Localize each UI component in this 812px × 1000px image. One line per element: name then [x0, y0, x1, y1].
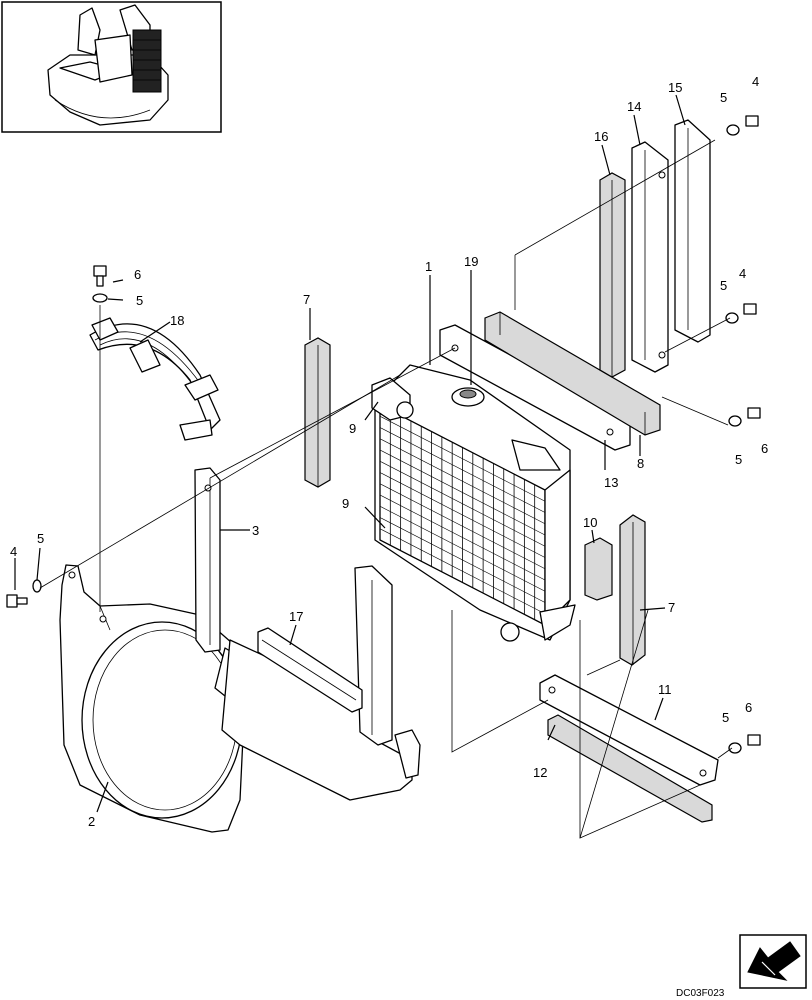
callout-9-upper: 9	[349, 421, 356, 436]
callout-2: 2	[88, 814, 95, 829]
callout-11: 11	[658, 682, 672, 697]
callout-5-left: 5	[37, 531, 44, 546]
callout-9-lower: 9	[342, 496, 349, 511]
seal-pad	[584, 537, 613, 601]
callout-1: 1	[425, 259, 432, 274]
lower-frame	[221, 565, 421, 801]
seal-block-right	[619, 514, 646, 666]
callout-16: 16	[594, 129, 608, 144]
hose-bundle	[89, 317, 221, 441]
callout-10: 10	[583, 515, 597, 530]
machine-location-thumbnail	[1, 1, 222, 133]
side-plate-15	[674, 119, 711, 343]
side-plate-14	[631, 141, 669, 373]
seal-strip	[484, 311, 661, 436]
callout-7-left: 7	[303, 292, 310, 307]
callout-19: 19	[464, 254, 478, 269]
callout-6-br: 6	[745, 700, 752, 715]
callout-5-tr: 5	[720, 90, 727, 105]
seal-strip-12	[547, 714, 713, 823]
callout-17: 17	[289, 609, 303, 624]
callout-8: 8	[637, 456, 644, 471]
assembly-lines	[14, 94, 733, 839]
callout-12: 12	[533, 765, 547, 780]
lower-bar-11	[539, 674, 719, 786]
callout-18: 18	[170, 313, 184, 328]
drawing-code: DC03F023	[676, 988, 725, 999]
foam-strip-16	[599, 172, 626, 378]
callout-5-br: 5	[722, 710, 729, 725]
seal-block-left	[304, 337, 331, 488]
side-plate	[439, 324, 631, 451]
callout-4-mr: 4	[739, 266, 746, 281]
callout-7-right: 7	[668, 600, 675, 615]
callout-6-r: 6	[761, 441, 768, 456]
callout-13: 13	[604, 475, 618, 490]
callout-4-left: 4	[10, 544, 17, 559]
callout-3: 3	[252, 523, 259, 538]
callout-4-tr: 4	[752, 74, 759, 89]
support-bracket	[194, 467, 221, 653]
callout-labels: 1 19 2 3 4 5 6 5 18 7 9 9 17 13 8 10 7 1…	[10, 74, 768, 829]
callout-14: 14	[627, 99, 641, 114]
callout-15: 15	[668, 80, 682, 95]
callout-6-top: 6	[134, 267, 141, 282]
radiator	[371, 364, 576, 642]
callout-5-mr: 5	[720, 278, 727, 293]
callout-5-r: 5	[735, 452, 742, 467]
page-turn-arrow-icon[interactable]	[739, 934, 807, 989]
callout-5-top: 5	[136, 293, 143, 308]
